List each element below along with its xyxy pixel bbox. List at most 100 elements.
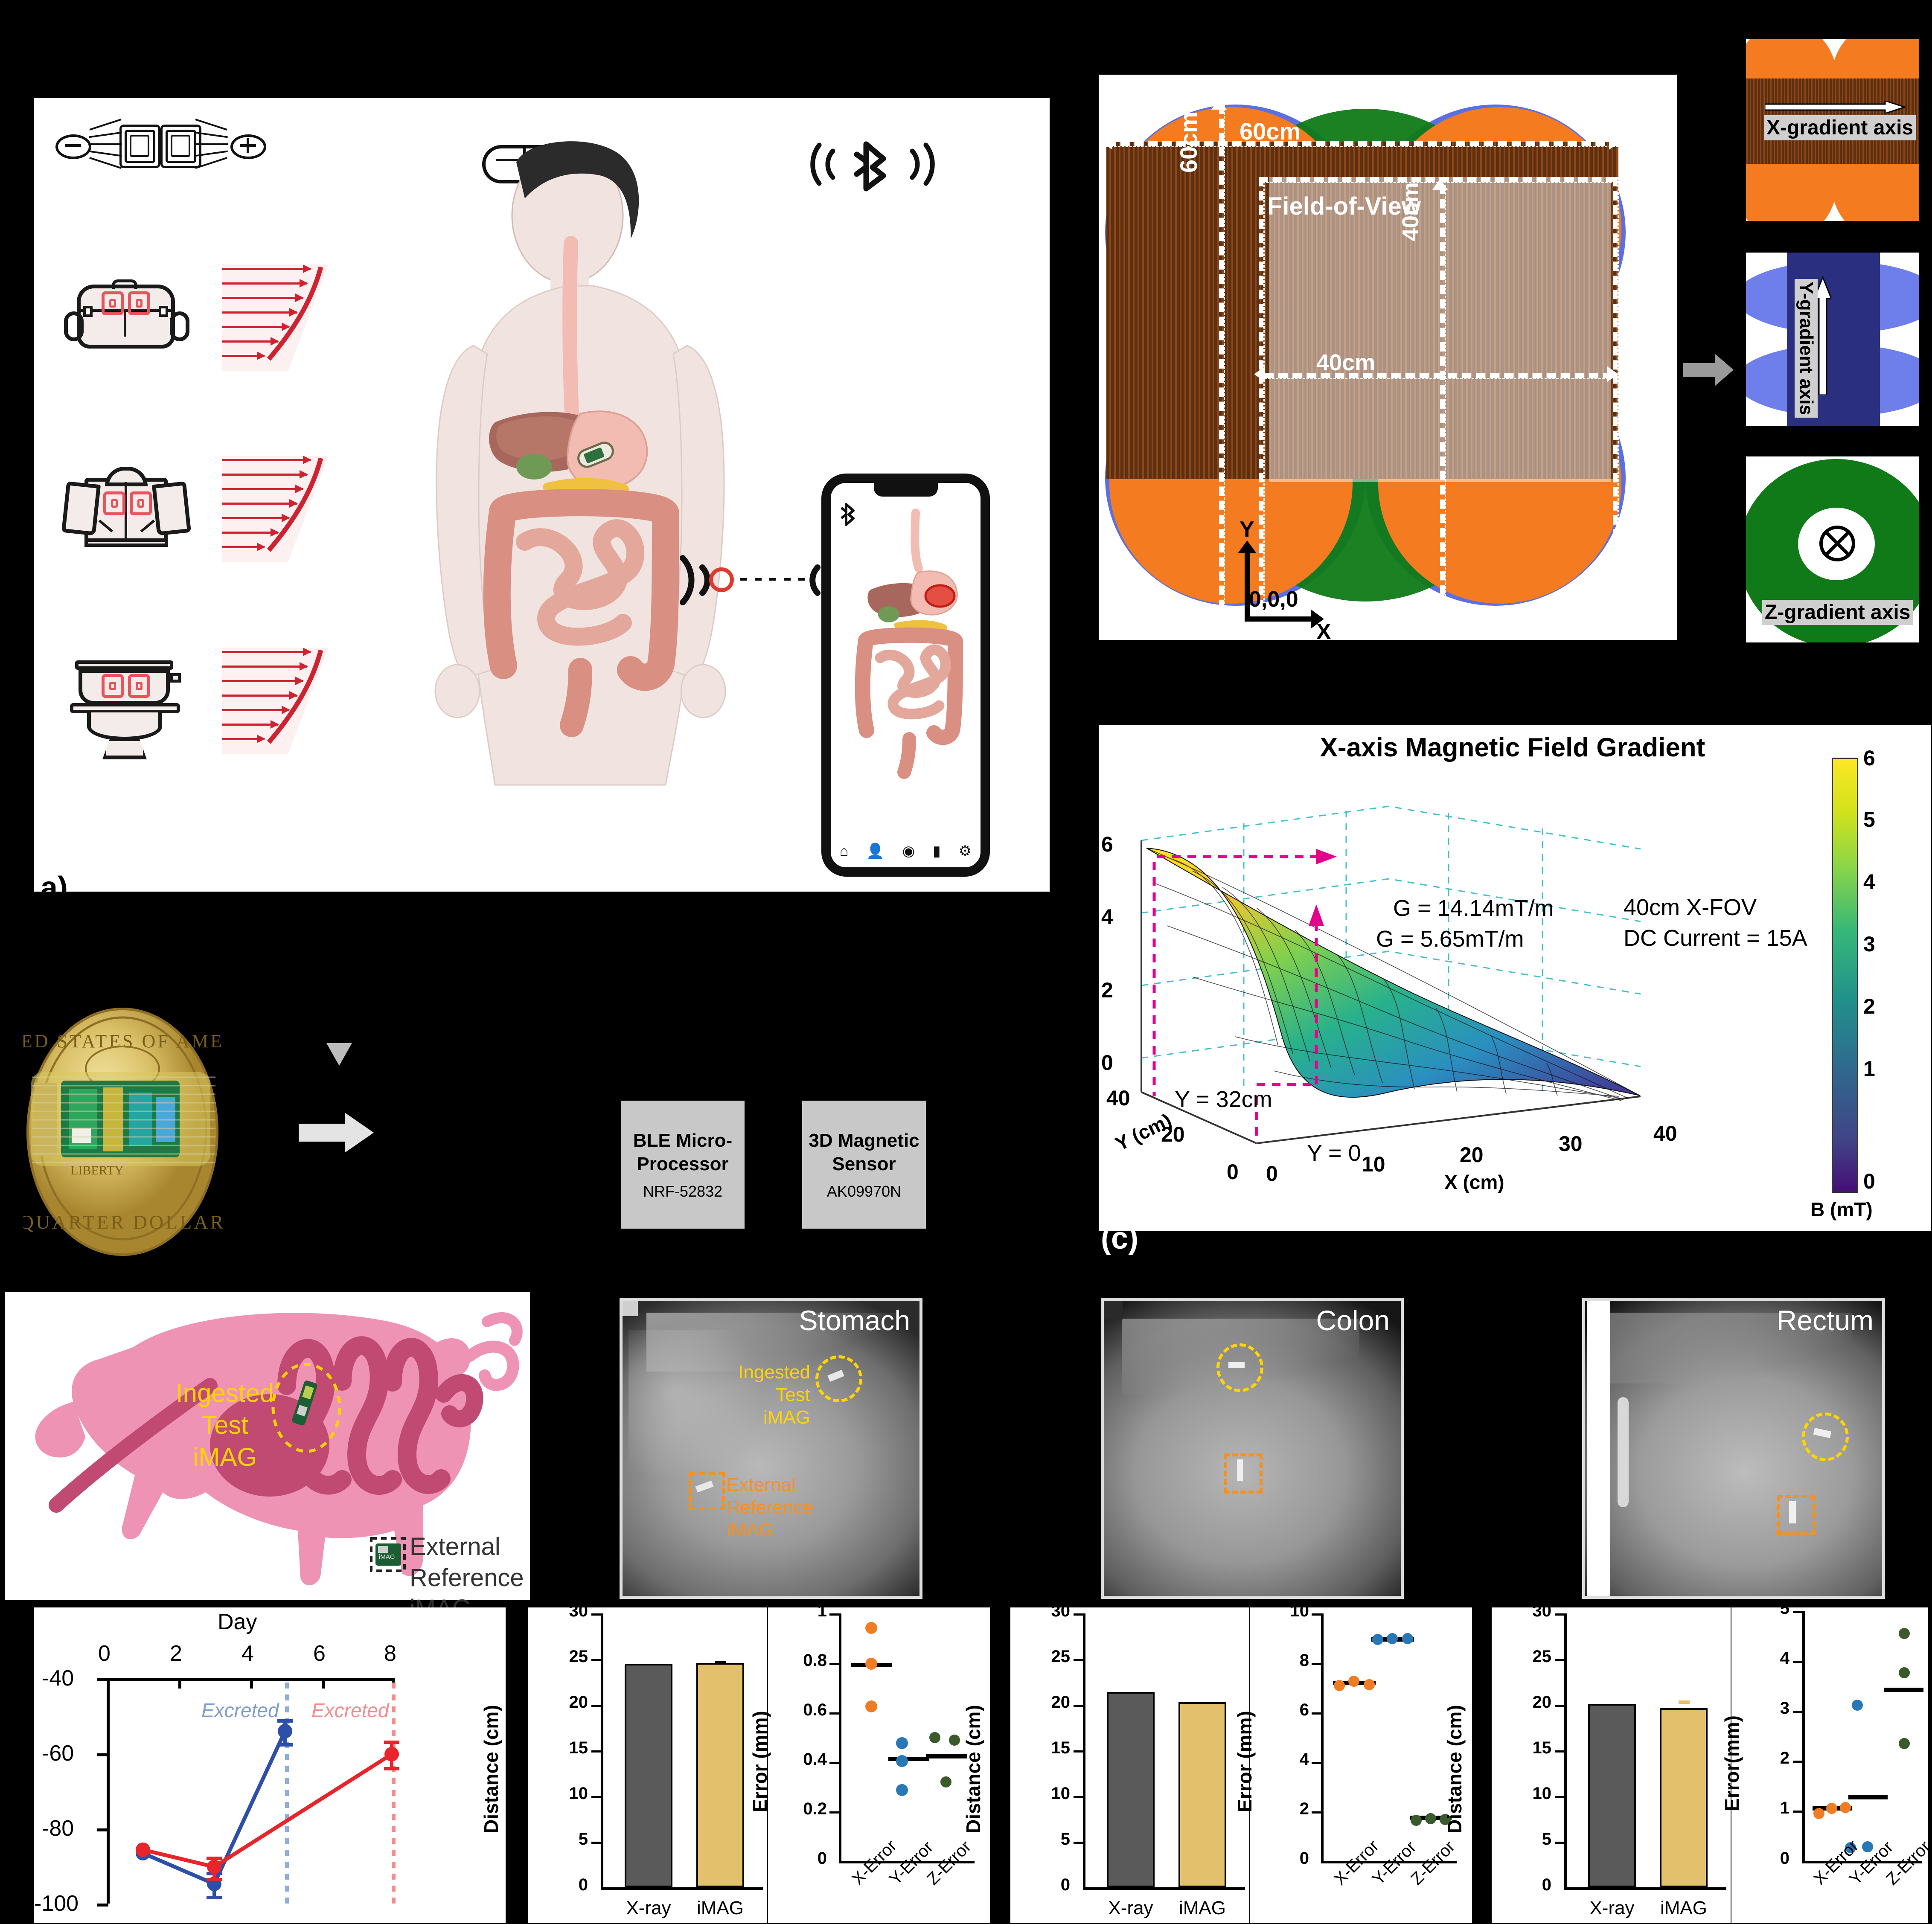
bar-imag-stomach — [696, 1663, 744, 1887]
z-gradient-into-page-icon — [1819, 525, 1856, 562]
col-e-tick-10 — [1312, 1613, 1321, 1616]
arrow-right-40cm — [1607, 366, 1618, 382]
rec-d-tick-25 — [1555, 1659, 1564, 1661]
xray-external-label-stomach: External Reference iMAG — [727, 1474, 813, 1541]
dim-60cm-horizontal-label: 60cm — [1240, 118, 1301, 145]
sensor-part-number: AK09970N — [826, 1183, 902, 1200]
record-icon[interactable]: ◉ — [902, 843, 915, 859]
cbar-tick-6: 6 — [1863, 746, 1875, 770]
bar-imag-colon — [1178, 1702, 1226, 1887]
bore-region — [1106, 142, 1618, 479]
flow-arrow-to-chips — [299, 1109, 375, 1156]
bar-xray-stomach — [625, 1664, 672, 1887]
col-d-tick-10 — [1074, 1796, 1083, 1798]
dot-y3-rectum — [1862, 1841, 1873, 1852]
annotation-dc-current: DC Current = 15A — [1624, 925, 1807, 951]
surface-plot-area — [1116, 798, 1662, 1182]
dot-z2-colon — [1425, 1813, 1436, 1824]
power-xlabel-2: 2 — [170, 1641, 182, 1666]
fov-left-dash — [1259, 177, 1265, 623]
power-xlabel-8: 8 — [384, 1641, 396, 1666]
home-icon[interactable]: ⌂ — [839, 843, 849, 859]
xray-ingested-l2: Test — [776, 1384, 810, 1405]
rec-d-lbl-15: 15 — [1532, 1738, 1552, 1757]
rectum-err-ytitle: Error(mm) — [1721, 1715, 1743, 1811]
st-e-tick-04 — [829, 1762, 839, 1764]
col-e-tick-8 — [1312, 1663, 1321, 1665]
col-d-lbl-0: 0 — [1060, 1875, 1070, 1894]
st-d-lbl-30: 30 — [569, 1601, 588, 1620]
chart-stomach-distance: 30 25 20 15 10 5 0 Distance (cm) X-ray i… — [480, 1601, 767, 1923]
st-d-lbl-25: 25 — [569, 1647, 588, 1666]
st-e-tick-10 — [829, 1613, 839, 1616]
col-e-lbl-0: 0 — [1299, 1849, 1309, 1868]
dim-40cm-vertical-label: 40cm — [1398, 182, 1423, 241]
z-tick-6: 6 — [1101, 832, 1113, 856]
gi-tract-app-graphic — [841, 509, 969, 807]
power-xlabel-6: 6 — [313, 1641, 326, 1666]
rec-e-lbl-5: 5 — [1780, 1599, 1789, 1618]
rectum-dist-y-axis — [1564, 1613, 1567, 1889]
rec-d-lbl-25: 25 — [1532, 1647, 1552, 1666]
plus-terminal-icon — [230, 134, 266, 159]
person-icon[interactable]: 👤 — [866, 843, 885, 859]
rec-d-lbl-20: 20 — [1532, 1693, 1552, 1712]
field-gradient-profile-3 — [222, 648, 329, 754]
power-ylabel--40: -40 — [42, 1666, 74, 1691]
bookmark-icon[interactable]: ▮ — [933, 843, 941, 859]
pig-ingested-label: Ingested Test iMAG — [176, 1377, 274, 1473]
xray-panel-colon: Colon — [1101, 1298, 1404, 1599]
pig-external-l2: Reference — [410, 1564, 524, 1592]
dot-z1-colon — [1411, 1815, 1422, 1826]
stomach-dist-tick-30 — [591, 1613, 601, 1616]
catlabel-imag-stomach: iMAG — [697, 1898, 744, 1918]
rec-e-lbl-2: 2 — [1780, 1749, 1789, 1767]
bar-imag-rectum — [1660, 1708, 1708, 1887]
gear-icon[interactable]: ⚙ — [958, 843, 972, 859]
dot-x3-stomach — [865, 1700, 877, 1712]
col-d-lbl-5: 5 — [1060, 1830, 1070, 1848]
annotation-g-14: G = 14.14mT/m — [1393, 895, 1554, 921]
st-d-lbl-10: 10 — [569, 1784, 588, 1803]
colorbar — [1832, 758, 1858, 1193]
catlabel-imag-colon: iMAG — [1179, 1898, 1226, 1918]
rec-e-lbl-3: 3 — [1780, 1699, 1789, 1718]
stomach-dist-y-axis — [601, 1613, 603, 1889]
col-e-tick-2 — [1312, 1811, 1321, 1814]
panel-a-system-overview: ⌂ 👤 ◉ ▮ ⚙ — [34, 98, 1050, 892]
st-e-lbl-10: 1 — [817, 1601, 827, 1620]
x-tick-20: 20 — [1460, 1143, 1484, 1167]
power-ytick--100 — [97, 1904, 108, 1907]
x-gradient-arrow — [1764, 99, 1907, 115]
xray-external-l2: Reference — [727, 1497, 814, 1518]
wireless-signal-body-icon — [670, 546, 742, 614]
colon-err-y-axis — [1321, 1613, 1324, 1863]
dim-40cm-horizontal-label: 40cm — [1316, 350, 1376, 375]
dot-x3-colon — [1364, 1679, 1375, 1690]
dot-z3-rectum — [1899, 1738, 1910, 1749]
smartphone-app-mockup[interactable]: ⌂ 👤 ◉ ▮ ⚙ — [821, 474, 990, 877]
human-body-illustration — [367, 115, 802, 866]
x-gradient-axis-label: X-gradient axis — [1764, 115, 1916, 140]
chart-title: X-axis Magnetic Field Gradient — [1320, 732, 1705, 762]
bar-xray-rectum — [1588, 1704, 1636, 1887]
z-tick-2: 2 — [1101, 978, 1113, 1002]
xray-ingested-l3: iMAG — [763, 1407, 810, 1428]
jacket-wearable-icon — [61, 461, 192, 567]
rec-e-lbl-4: 4 — [1780, 1649, 1789, 1668]
rec-d-tick-10 — [1555, 1796, 1564, 1798]
dot-z2-stomach — [949, 1735, 960, 1746]
ingested-capsule-colon — [1228, 1362, 1245, 1368]
mean-y-stomach — [888, 1757, 929, 1761]
ingested-imag-marker-rectum — [1802, 1412, 1849, 1461]
excreted-line-red — [392, 1683, 396, 1904]
rec-e-lbl-0: 0 — [1780, 1849, 1789, 1868]
power-series-plot — [136, 1719, 399, 1899]
annotation-g-565: G = 5.65mT/m — [1376, 926, 1524, 952]
stomach-dist-ytitle: Distance (cm) — [480, 1705, 502, 1834]
dim-40cm-vertical-line — [1440, 185, 1446, 623]
y-tick-40: 40 — [1106, 1086, 1130, 1110]
dot-y1-rectum — [1852, 1700, 1863, 1711]
app-bottom-nav[interactable]: ⌂ 👤 ◉ ▮ ⚙ — [831, 843, 981, 860]
col-d-lbl-25: 25 — [1051, 1647, 1071, 1666]
